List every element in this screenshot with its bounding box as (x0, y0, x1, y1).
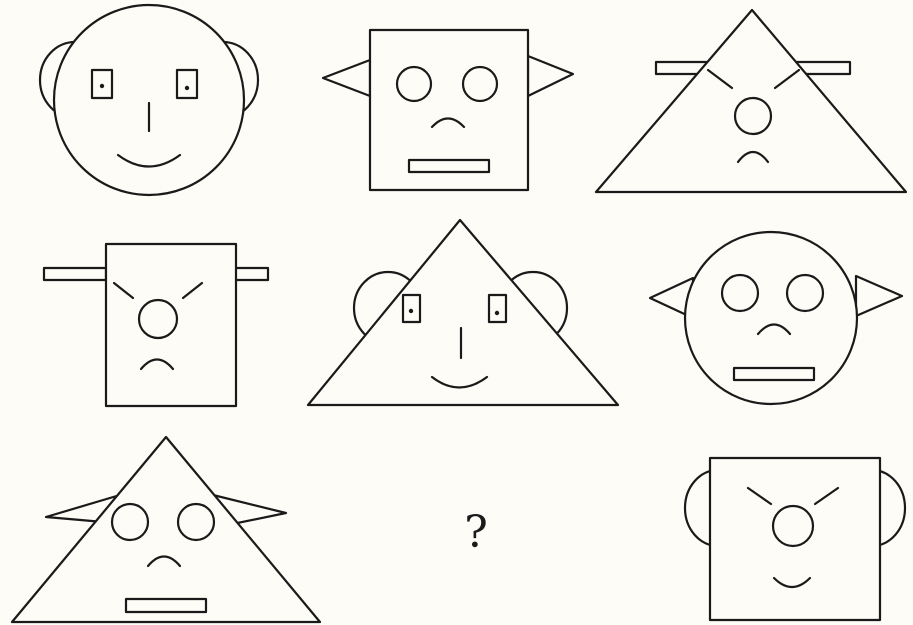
triangle-head (12, 437, 320, 622)
face-triangle-angry (596, 10, 906, 192)
face-square-frowning (323, 30, 573, 190)
right-bar-ear (235, 268, 268, 280)
face-triangle-frowning (12, 437, 320, 622)
face-triangle-smiling (308, 220, 618, 405)
face-round-smiling (40, 5, 258, 195)
right-pointed-ear (528, 56, 573, 96)
square-head (370, 30, 528, 190)
right-pointed-ear (856, 276, 902, 316)
face-square-angry-smiling (685, 458, 905, 620)
round-head (685, 232, 857, 404)
face-square-angry (44, 244, 268, 406)
triangle-head (596, 10, 906, 192)
left-pointed-ear (323, 60, 370, 96)
face-round-frowning (650, 232, 902, 404)
left-bar-ear (44, 268, 106, 280)
square-head (710, 458, 880, 620)
square-head (106, 244, 236, 406)
question-mark: ? (464, 507, 488, 558)
